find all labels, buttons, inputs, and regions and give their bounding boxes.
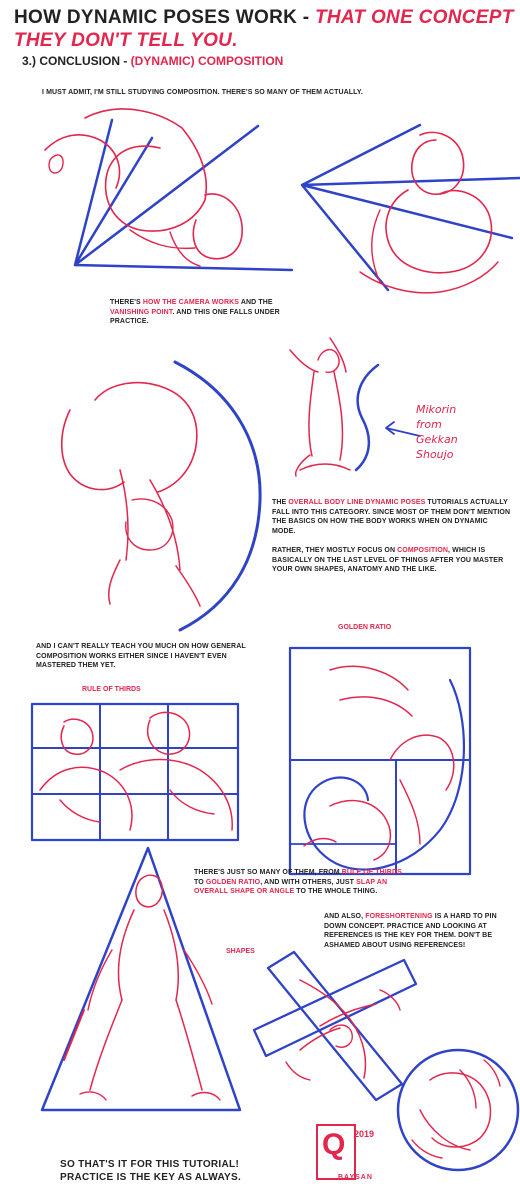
fore-text-1: AND ALSO,: [324, 913, 366, 920]
shapes-label: SHAPES: [226, 948, 255, 955]
circle-shape-sketch: [396, 1048, 520, 1172]
many-highlight-3: SLAP AN OVERALL SHAPE OR ANGLE: [194, 878, 388, 896]
foreshortening-note: AND ALSO, FORESHORTENING IS A HARD TO PI…: [324, 912, 514, 950]
camera-text-3: . AND THIS ONE FALLS UNDER PRACTICE.: [110, 308, 280, 326]
teach-note: AND I CAN'T REALLY TEACH YOU MUCH ON HOW…: [36, 642, 251, 671]
intro-note: I MUST ADMIT, I'M STILL STUDYING COMPOSI…: [42, 88, 462, 98]
rather-text-1: RATHER, THEY MOSTLY FOCUS ON: [272, 547, 398, 554]
camera-text-1: THERE'S: [110, 299, 143, 306]
many-highlight-1: RULE OF THIRDS: [341, 869, 402, 876]
section-number: 3.) CONCLUSION -: [22, 54, 131, 68]
signature-name: BAYSAN: [338, 1174, 373, 1181]
rule-of-thirds-label: RULE OF THIRDS: [82, 686, 141, 693]
footer-text: SO THAT'S IT FOR THIS TUTORIAL! PRACTICE…: [60, 1158, 310, 1184]
camera-sketch-left: [44, 108, 294, 272]
camera-highlight-1: HOW THE CAMERA WORKS: [142, 299, 240, 306]
golden-ratio-label: GOLDEN RATIO: [338, 624, 392, 631]
overall-text-2: TUTORIALS ACTUALLY FALL INTO THIS CATEGO…: [272, 499, 511, 535]
signature-frame: [316, 1124, 356, 1180]
overall-text-1: THE: [272, 499, 289, 506]
fore-highlight: FORESHORTENING: [365, 913, 433, 920]
many-text-4: TO THE WHOLE THING.: [294, 888, 378, 895]
camera-highlight-2: VANISHING POINT: [110, 308, 173, 316]
rather-highlight: COMPOSITION: [397, 547, 449, 554]
many-text-1: THERE'S JUST SO MANY OF THEM, FROM: [194, 869, 342, 876]
rather-note: RATHER, THEY MOSTLY FOCUS ON COMPOSITION…: [272, 546, 512, 575]
fore-text-2: IS A HARD TO PIN DOWN CONCEPT. PRACTICE …: [324, 913, 497, 949]
footer-line-2: PRACTICE IS THE KEY AS ALWAYS.: [60, 1172, 242, 1183]
title-accent: THAT ONE CONCEPT THEY DON'T TELL YOU.: [14, 7, 514, 51]
section-title: 3.) CONCLUSION - (DYNAMIC) COMPOSITION: [22, 54, 283, 68]
intro-text: I MUST ADMIT, I'M STILL STUDYING COMPOSI…: [42, 89, 363, 96]
teach-text: AND I CAN'T REALLY TEACH YOU MUCH ON HOW…: [36, 643, 246, 669]
body-line-sketch: [60, 360, 262, 632]
camera-note: THERE'S HOW THE CAMERA WORKS AND THE VAN…: [110, 298, 280, 327]
signature-letter: Q: [322, 1128, 346, 1161]
overall-body-note: THE OVERALL BODY LINE DYNAMIC POSES TUTO…: [272, 498, 512, 536]
section-topic: (DYNAMIC) COMPOSITION: [130, 54, 284, 68]
many-text-3: , AND WITH OTHERS, JUST: [260, 878, 357, 886]
triangle-shape-sketch: [40, 846, 242, 1112]
cross-shape-sketch: [252, 950, 418, 1102]
many-text-2: TO: [194, 878, 206, 886]
rather-text-2: , WHICH IS BASICALLY ON THE LAST LEVEL O…: [272, 547, 504, 573]
footer-line-1: SO THAT'S IT FOR THIS TUTORIAL!: [60, 1159, 240, 1170]
reference-sketch: [289, 337, 421, 477]
camera-sketch-right: [300, 123, 520, 294]
golden-ratio-sketch: [288, 646, 472, 876]
camera-text-2: AND THE: [240, 299, 273, 306]
many-highlight-2: GOLDEN RATIO: [205, 878, 261, 886]
overall-highlight: OVERALL BODY LINE DYNAMIC POSES: [288, 499, 426, 506]
page-title: HOW DYNAMIC POSES WORK - THAT ONE CONCEP…: [14, 6, 514, 52]
title-main: HOW DYNAMIC POSES WORK -: [14, 7, 315, 28]
reference-label: Mikorin from Gekkan Shoujo: [416, 403, 458, 461]
signature-year: 2019: [354, 1129, 375, 1139]
many-note: THERE'S JUST SO MANY OF THEM, FROM RULE …: [194, 868, 404, 897]
rule-of-thirds-sketch: [30, 702, 240, 842]
